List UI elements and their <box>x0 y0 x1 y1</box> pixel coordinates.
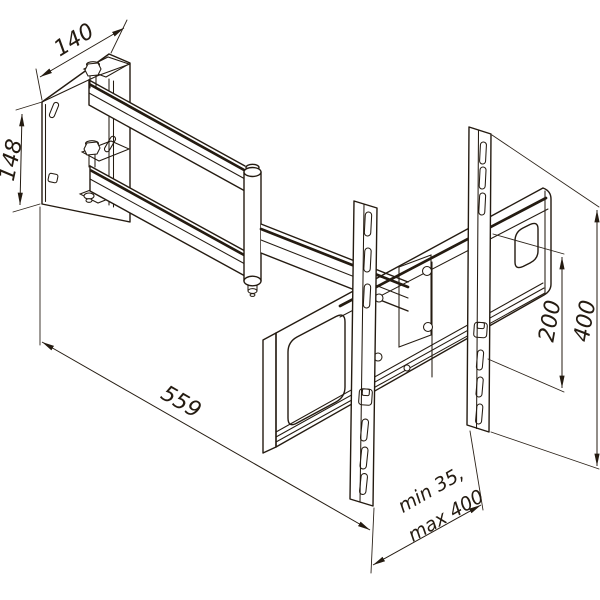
dim-400-extension <box>490 134 600 470</box>
right-rail-fold-line <box>475 129 480 430</box>
dim-148-label: 148 <box>0 137 28 183</box>
pivot-bolt-middle <box>83 140 101 168</box>
pivot-foot-bottom <box>83 192 95 203</box>
dim-140-label: 140 <box>50 19 99 62</box>
vesa-frame <box>262 187 552 454</box>
hinge-top-cap <box>243 166 262 178</box>
dim-rail-spacing-line <box>372 504 482 566</box>
arm-first-segment <box>88 79 247 277</box>
dim-400-label: 400 <box>570 298 600 344</box>
mounting-screw <box>403 364 411 372</box>
right-rail-slots <box>473 141 488 425</box>
pivot-hinge <box>243 163 262 297</box>
dim-148-extension <box>12 101 43 213</box>
pivot-tab-middle <box>80 140 131 162</box>
frame-right-cutout <box>514 222 539 269</box>
dim-559-label: 559 <box>156 381 205 424</box>
frame-left-end-cap <box>262 332 277 454</box>
hub-screw <box>421 265 433 277</box>
right-rail-body <box>466 126 492 433</box>
left-vesa-rail <box>349 200 378 507</box>
frame-bottom-channel-lines <box>275 282 546 443</box>
dim-559-line <box>41 341 371 531</box>
dim-140-line <box>39 27 125 78</box>
tilt-hub <box>373 254 434 378</box>
dim-200-extension <box>487 233 565 393</box>
hinge-bottom-knob <box>247 288 258 294</box>
hub-screw <box>422 321 434 333</box>
hinge-bottom-cap <box>243 275 262 287</box>
dim-rail-spacing-extension <box>469 430 484 511</box>
frame-outline <box>275 187 552 448</box>
right-vesa-rail <box>466 126 492 433</box>
dim-148-line <box>17 113 25 206</box>
arm-extension-segment <box>259 223 410 312</box>
right-rail-lock-slot <box>473 321 488 339</box>
